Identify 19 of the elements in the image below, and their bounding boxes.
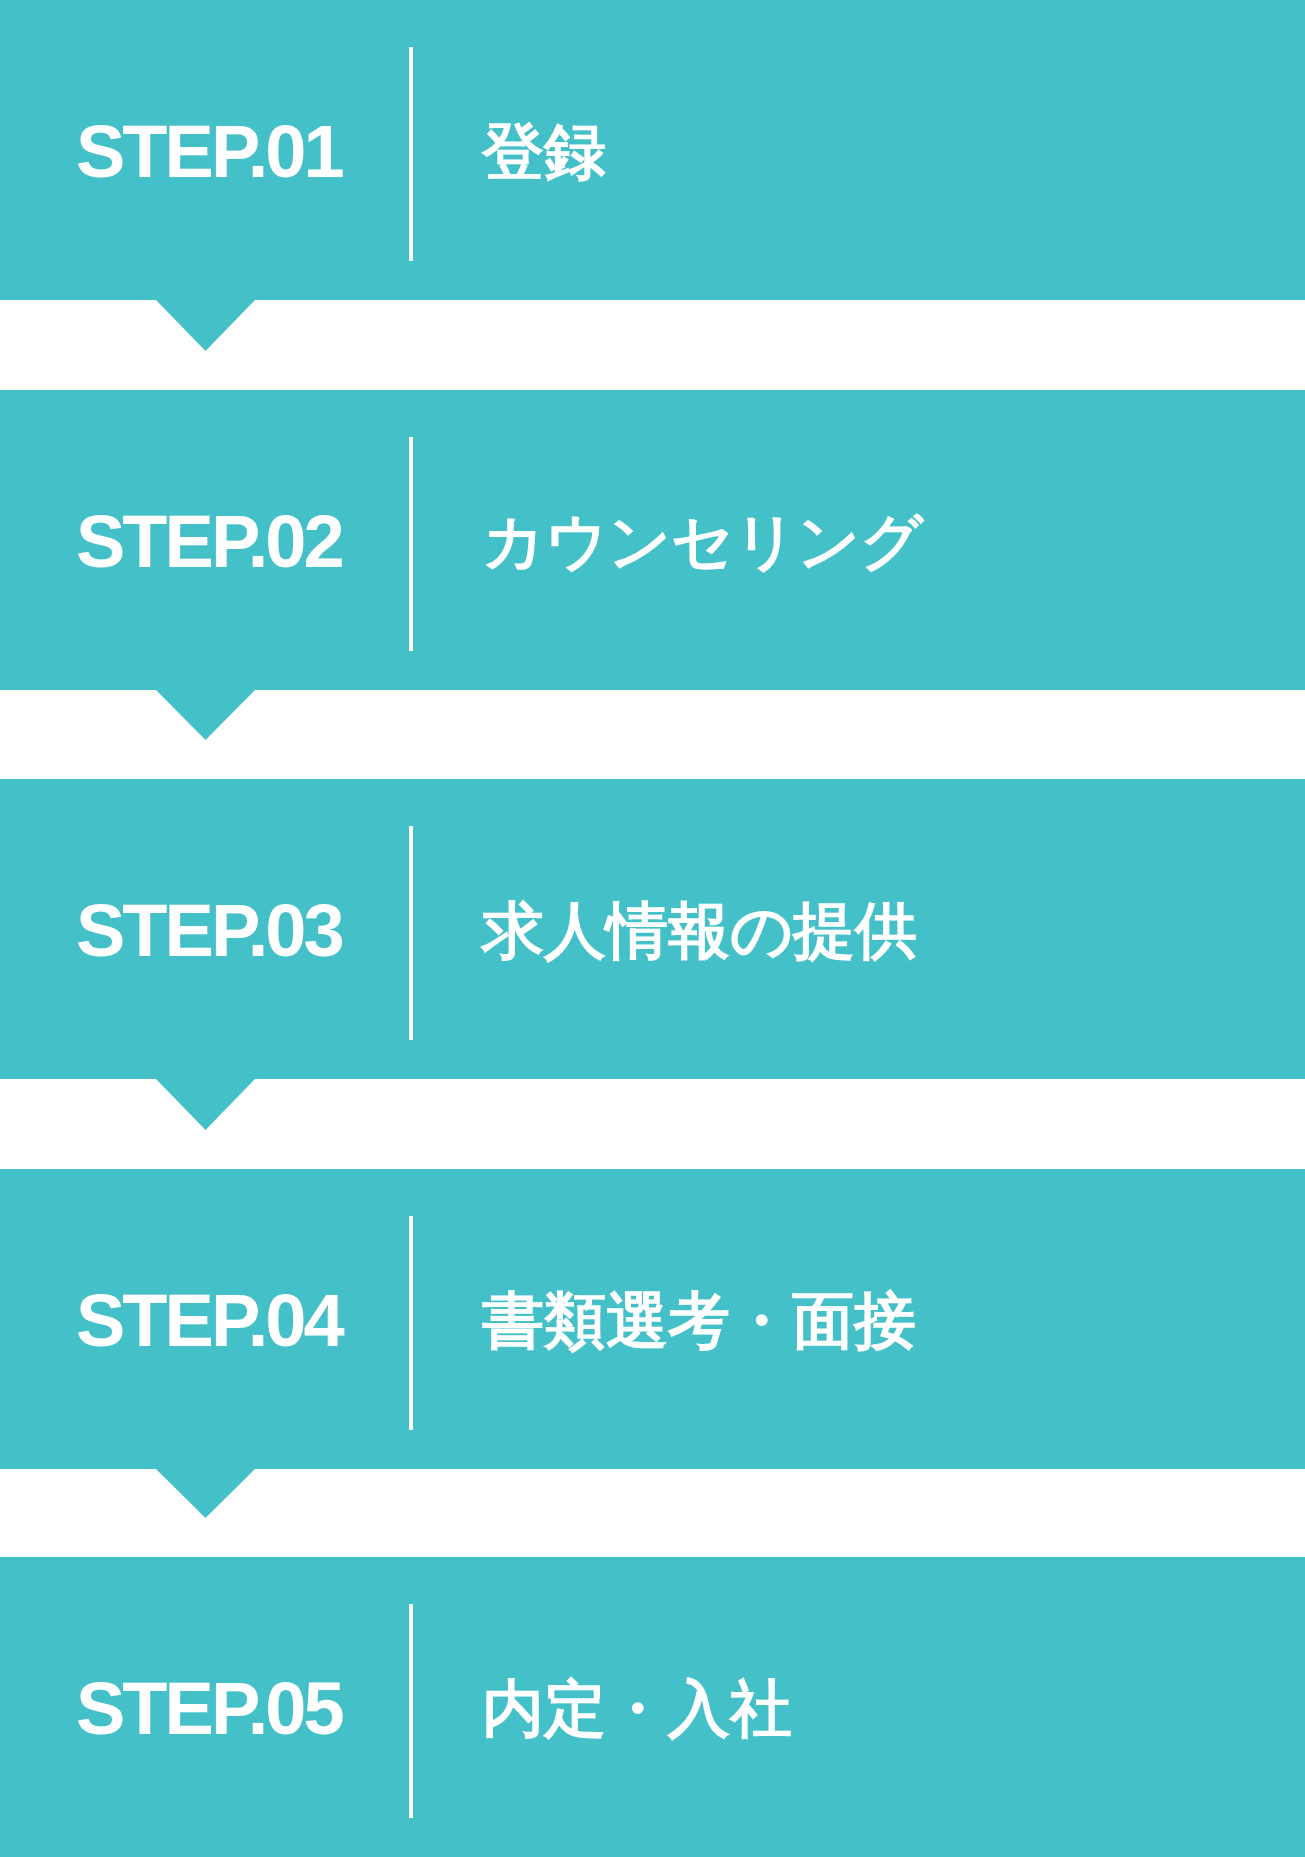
- step-number: STEP.04: [76, 1281, 342, 1361]
- step-band: [0, 390, 1305, 690]
- step-band: [0, 1557, 1305, 1857]
- step-number: STEP.01: [76, 112, 342, 192]
- step-number: STEP.03: [76, 891, 342, 971]
- arrow: [156, 300, 255, 351]
- step-title: カウンセリング: [482, 504, 923, 580]
- arrow: [156, 690, 255, 740]
- step-number: STEP.05: [76, 1669, 342, 1749]
- step-title: 内定・入社: [482, 1671, 792, 1747]
- step-title: 書類選考・面接: [482, 1283, 916, 1359]
- step-band: [0, 0, 1305, 300]
- step-title: 求人情報の提供: [482, 893, 917, 969]
- step-number: STEP.02: [76, 502, 342, 582]
- step-band: [0, 1169, 1305, 1469]
- arrow: [156, 1469, 255, 1518]
- step-title: 登録: [482, 114, 606, 190]
- step-band: [0, 779, 1305, 1079]
- arrow: [156, 1079, 255, 1130]
